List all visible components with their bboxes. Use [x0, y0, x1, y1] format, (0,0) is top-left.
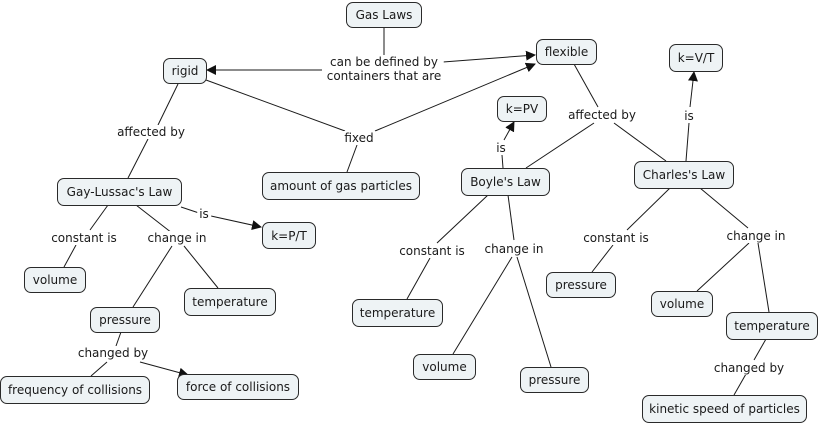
edge-changedby-force: [139, 361, 189, 378]
edge-charles-changein: [699, 187, 749, 229]
edge-pressure-changedby: [115, 331, 122, 347]
edge-flexible-affectedby: [573, 63, 599, 108]
edge-changein-temperature-c: [757, 242, 770, 313]
node-k-p-t[interactable]: k=P/T: [262, 222, 316, 249]
link-label-can-be-defined-by: can be defined by containers that are: [324, 55, 444, 83]
edge-is-kpt: [210, 215, 262, 230]
node-force-of-collisions[interactable]: force of collisions: [177, 374, 299, 400]
node-kinetic-speed-of-particles[interactable]: kinetic speed of particles: [642, 395, 807, 423]
node-k-pv[interactable]: k=PV: [497, 96, 547, 122]
edge-affectedby-gaylussac: [127, 138, 149, 179]
edge-changein-volume: [452, 256, 513, 355]
edge-constantis-temperature: [406, 257, 431, 300]
edge-boyle-changein: [507, 194, 515, 241]
edge-changedby-frequency: [90, 361, 108, 377]
edge-definedby-flexible: [442, 50, 536, 63]
link-label-flexible-affected-by: affected by: [566, 108, 638, 122]
node-boyles-law[interactable]: Boyle's Law: [461, 168, 550, 196]
edge-gaylussac-is: [180, 206, 200, 214]
edge-constantis-pressure-c: [591, 244, 614, 273]
node-charles-law[interactable]: Charles's Law: [634, 161, 734, 189]
node-boyle-pressure[interactable]: pressure: [520, 367, 589, 393]
edge-gaylussac-constantis: [89, 204, 109, 231]
edge-changein-pressure-b: [516, 256, 552, 368]
link-label-charles-change-in: change in: [724, 229, 788, 243]
link-label-line-2: containers that are: [326, 69, 442, 83]
edge-is-kpv: [503, 121, 515, 141]
node-flexible[interactable]: flexible: [536, 39, 597, 65]
link-label-charles-is: is: [682, 109, 696, 123]
link-label-gay-lussac-constant-is: constant is: [49, 231, 119, 245]
link-label-boyle-is: is: [494, 141, 508, 155]
edge-changein-volume-c: [696, 242, 750, 292]
edge-temperature-changedby: [753, 338, 767, 361]
link-label-boyle-constant-is: constant is: [397, 244, 467, 258]
link-label-charles-changed-by: changed by: [711, 361, 787, 375]
node-boyle-volume[interactable]: volume: [413, 354, 476, 380]
link-label-charles-constant-is: constant is: [581, 231, 651, 245]
edge-boyle-constantis: [436, 194, 489, 244]
node-gay-lussacs-law[interactable]: Gay-Lussac's Law: [57, 178, 182, 206]
link-label-gay-lussac-change-in: change in: [145, 231, 209, 245]
edge-changedby-kinetic: [733, 373, 747, 396]
node-gas-laws[interactable]: Gas Laws: [346, 2, 422, 28]
node-frequency-of-collisions[interactable]: frequency of collisions: [0, 376, 150, 404]
edge-boyle-is: [501, 154, 504, 169]
edge-changein-pressure: [132, 245, 173, 308]
edge-affectedby-charles: [613, 122, 667, 162]
edge-changein-temperature: [183, 245, 219, 289]
link-label-boyle-change-in: change in: [482, 242, 546, 256]
edge-charles-constantis: [626, 187, 671, 231]
edge-fixed-amount: [346, 144, 358, 173]
node-gl-volume[interactable]: volume: [24, 267, 86, 293]
node-k-v-t[interactable]: k=V/T: [669, 44, 723, 72]
node-charles-volume[interactable]: volume: [651, 291, 713, 317]
link-label-line-1: can be defined by: [330, 55, 438, 69]
edge-charles-is: [685, 122, 690, 162]
edge-fixed-flexible: [374, 62, 536, 132]
edge-rigid-fixed: [205, 79, 346, 132]
edge-is-kvt: [688, 71, 698, 108]
link-label-fixed: fixed: [342, 131, 376, 145]
node-gl-temperature[interactable]: temperature: [184, 288, 276, 316]
edge-constantis-volume: [63, 244, 77, 268]
link-label-gl-changed-by: changed by: [75, 346, 151, 360]
node-charles-temperature[interactable]: temperature: [726, 312, 818, 340]
node-amount-of-gas-particles[interactable]: amount of gas particles: [262, 172, 420, 200]
edge-affectedby-boyle: [525, 122, 595, 169]
node-boyle-temperature[interactable]: temperature: [352, 299, 443, 327]
link-label-rigid-affected-by: affected by: [115, 125, 187, 139]
node-gl-pressure[interactable]: pressure: [90, 307, 160, 333]
node-charles-pressure[interactable]: pressure: [546, 272, 616, 298]
edge-rigid-affectedby: [157, 83, 179, 126]
link-label-gay-lussac-is: is: [197, 207, 211, 221]
edge-gaylussac-changein: [135, 204, 173, 234]
node-rigid[interactable]: rigid: [163, 58, 207, 84]
